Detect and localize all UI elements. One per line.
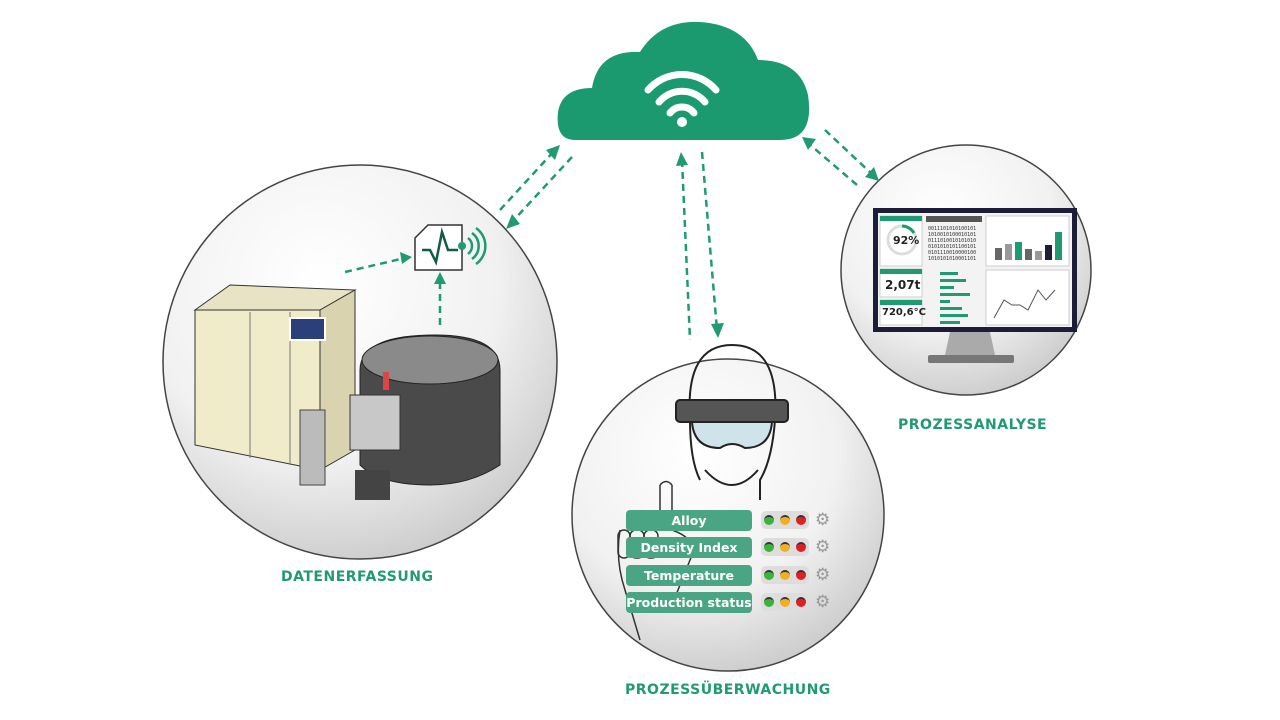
gear-icon[interactable]: ⚙ — [815, 565, 831, 585]
binary-row: 0101010101100101 — [928, 244, 977, 250]
sensor-signal-icon — [414, 224, 487, 271]
status-lights — [761, 593, 809, 611]
gear-icon[interactable]: ⚙ — [815, 592, 831, 612]
label-process-monitoring: PROZESSÜBERWACHUNG — [625, 682, 831, 698]
label-process-analysis: PROZESSANALYSE — [898, 417, 1048, 433]
binary-row: 1010101010001101 — [928, 256, 977, 262]
monitor-item-production-status: Production status — [626, 592, 752, 613]
monitor-item-density-index: Density Index — [626, 537, 752, 558]
binary-row: 0101110010000100 — [928, 250, 977, 256]
wifi-cloud-icon — [557, 21, 810, 140]
monitor-item-temperature: Temperature — [626, 565, 752, 586]
binary-data-block: 0011101010100101 1010010100010101 011101… — [928, 226, 976, 262]
smart-glasses-head-icon — [675, 343, 789, 500]
temperature-value: 720,6°C — [882, 307, 926, 318]
binary-row: 1010010100010101 — [928, 232, 977, 238]
status-lights — [761, 566, 809, 584]
monitor-item-alloy: Alloy — [626, 510, 752, 531]
status-lights — [761, 538, 809, 556]
throughput-value: 2,07t — [885, 278, 921, 292]
binary-row: 0111010010101010 — [928, 238, 977, 244]
gear-icon[interactable]: ⚙ — [815, 537, 831, 557]
furnace-machine-image — [193, 284, 501, 500]
monitor-icon — [873, 208, 1077, 363]
gear-icon[interactable]: ⚙ — [815, 510, 831, 530]
gauge-value: 92% — [893, 234, 920, 247]
arrow-heads — [400, 137, 879, 338]
binary-row: 0011101010100101 — [928, 226, 977, 232]
data-flow-arrows — [344, 129, 874, 341]
label-data-capture: DATENERFASSUNG — [281, 569, 434, 585]
status-lights — [761, 511, 809, 529]
